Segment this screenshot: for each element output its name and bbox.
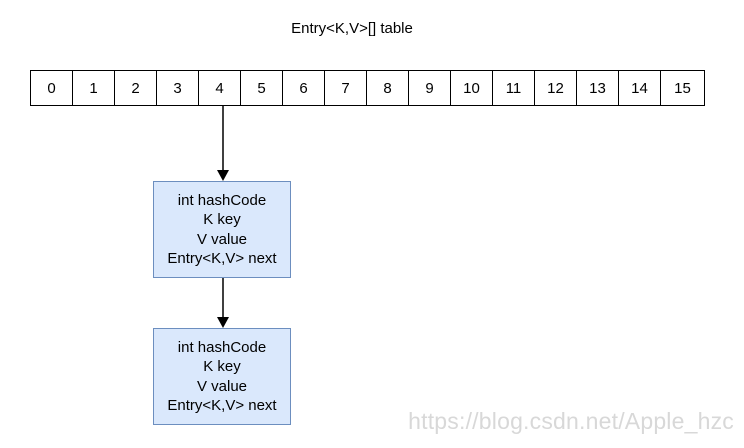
hash-table-array: 0 1 2 3 4 5 6 7 8 9 10 11 12 13 14 15 [30,70,705,106]
array-cell: 15 [674,79,691,97]
watermark-text: https://blog.csdn.net/Apple_hzc [408,408,734,434]
entry-field-next: Entry<K,V> next [167,250,277,267]
array-cell: 4 [199,71,241,105]
array-cell: 9 [409,71,451,105]
array-cell: 14 [619,71,661,105]
array-cell: 3 [157,71,199,105]
array-cell: 6 [283,71,325,105]
arrowhead-icon [217,170,229,181]
entry-field-hashcode: int hashCode [177,191,267,209]
entry-node: int hashCode K key V value Entry<K,V> ne… [153,181,291,278]
array-cell: 10 [451,71,493,105]
array-cell: 1 [73,71,115,105]
array-cell: 0 [31,71,73,105]
arrowhead-icon [217,317,229,328]
entry-field-key: K key [203,211,241,228]
entry-field-value: V value [196,377,248,395]
array-cell: 2 [115,71,157,105]
entry-node: int hashCode K key V value Entry<K,V> ne… [153,328,291,425]
entry-field-value: V value [196,230,248,248]
array-cell: 13 [577,71,619,105]
entry-field-key: K key [203,358,241,375]
array-title: Entry<K,V>[] table [291,20,413,37]
array-cell: 5 [241,71,283,105]
entry-field-hashcode: int hashCode [177,338,267,356]
array-cell: 8 [367,71,409,105]
array-cell: 7 [325,71,367,105]
array-cell: 11 [493,71,535,105]
array-cell: 12 [535,71,577,105]
entry-field-next: Entry<K,V> next [167,397,277,414]
